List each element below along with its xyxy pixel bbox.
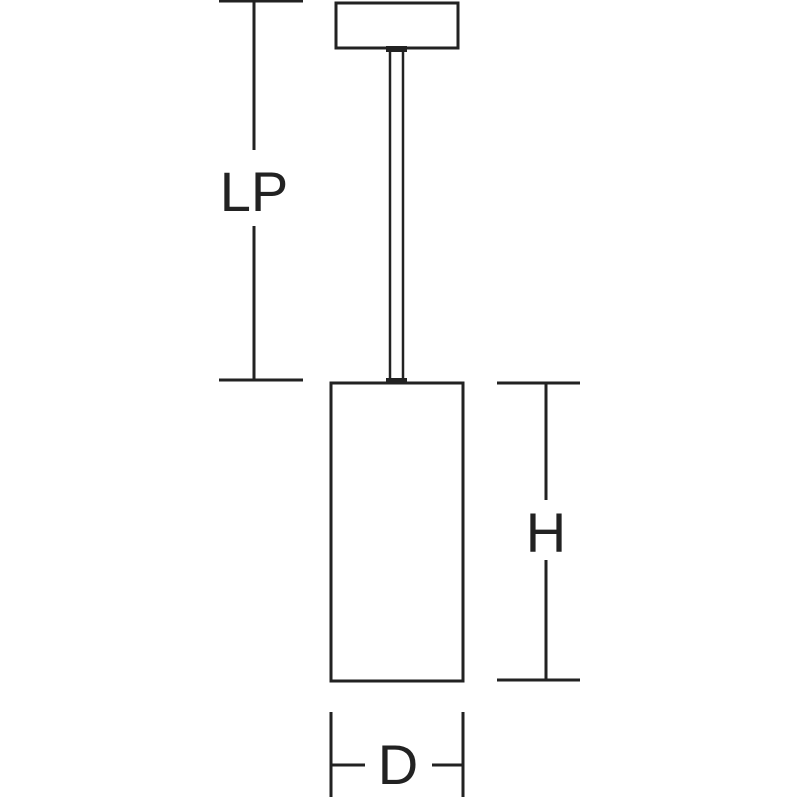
rod-top-cap — [386, 46, 407, 52]
lamp-body — [329, 381, 465, 683]
ceiling-canopy — [334, 1, 460, 50]
h-dimension: H — [497, 381, 580, 682]
rod-bottom-cap — [386, 378, 407, 384]
suspension-rod — [386, 46, 407, 384]
lp-label: LP — [220, 160, 289, 223]
d-dimension: D — [329, 712, 465, 797]
h-label: H — [526, 501, 566, 564]
lp-dimension: LP — [219, 0, 303, 382]
d-label: D — [378, 733, 418, 796]
